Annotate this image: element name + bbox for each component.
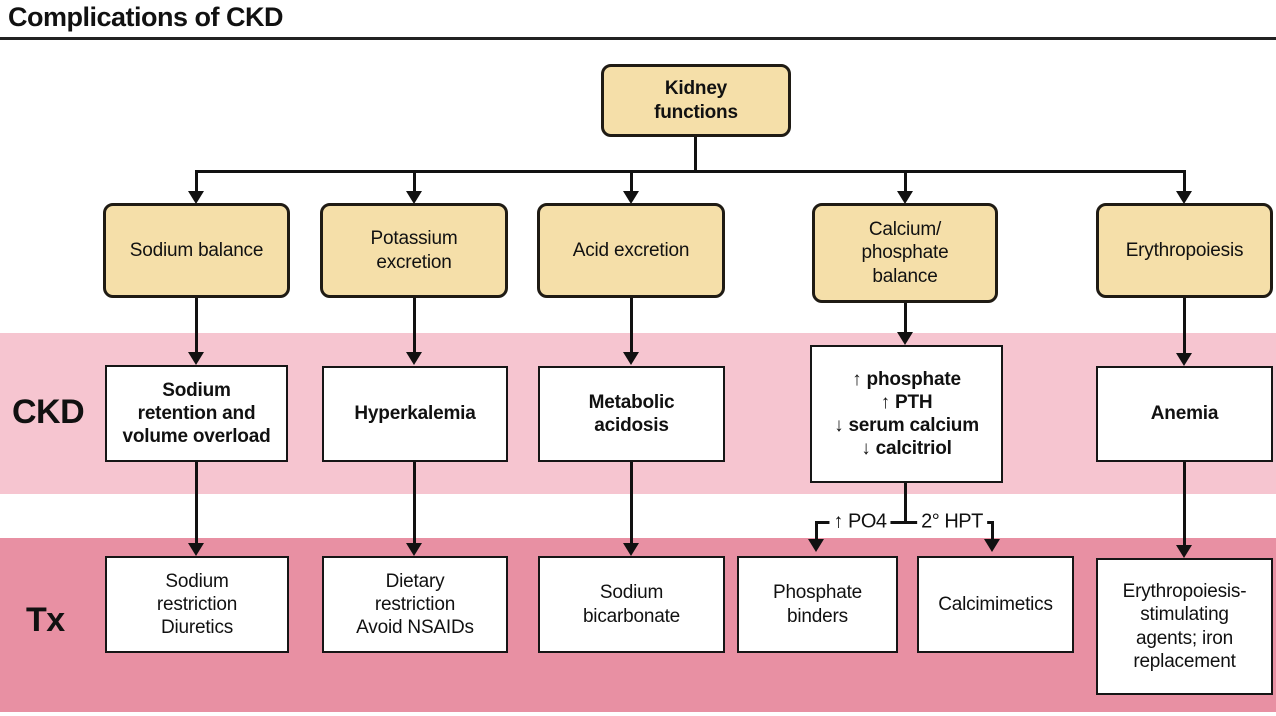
node-label: Erythropoiesis <box>1125 239 1244 261</box>
node-label: Dietary restriction Avoid NSAIDs <box>356 570 474 639</box>
node-label: Sodium restriction Diuretics <box>156 570 238 639</box>
arrowhead-icon <box>188 543 204 556</box>
arrowhead-icon <box>623 543 639 556</box>
connector-root-stub <box>694 137 697 171</box>
node-label: Acid excretion <box>572 239 690 261</box>
node-sodium-balance: Sodium balance <box>103 203 290 298</box>
arrowhead-icon <box>1176 191 1192 204</box>
connector-drop-5 <box>1183 170 1186 192</box>
connector-fn-ckd-3 <box>630 298 633 354</box>
connector-drop-3 <box>630 170 633 192</box>
arrowhead-icon <box>188 352 204 365</box>
node-calcium-phosphate-balance: Calcium/ phosphate balance <box>812 203 998 303</box>
connector-drop-2 <box>413 170 416 192</box>
connector-fn-ckd-4 <box>904 303 907 334</box>
node-acid-excretion: Acid excretion <box>537 203 725 298</box>
node-kidney-functions: Kidney functions <box>601 64 791 137</box>
connector-drop-1 <box>195 170 198 192</box>
connector-po4-drop <box>815 521 818 540</box>
connector-ckd-tx-3 <box>630 462 633 544</box>
arrowhead-icon <box>406 543 422 556</box>
node-mineral-bone-disorder: ↑ phosphate ↑ PTH ↓ serum calcium ↓ calc… <box>810 345 1003 483</box>
ckd-row-label: CKD <box>12 393 85 431</box>
node-label: Potassium excretion <box>370 228 458 273</box>
arrowhead-icon <box>1176 353 1192 366</box>
connector-fn-ckd-2 <box>413 298 416 354</box>
node-erythropoiesis: Erythropoiesis <box>1096 203 1273 298</box>
arrowhead-icon <box>897 191 913 204</box>
node-label: Metabolic acidosis <box>588 391 675 436</box>
node-sodium-retention: Sodium retention and volume overload <box>105 365 288 462</box>
node-label: Kidney functions <box>654 78 738 123</box>
arrowhead-icon <box>623 352 639 365</box>
arrowhead-icon <box>897 332 913 345</box>
connector-trunk <box>195 170 1186 173</box>
node-tx-sodium-bicarbonate: Sodium bicarbonate <box>538 556 725 653</box>
node-anemia: Anemia <box>1096 366 1273 462</box>
node-label: Erythropoiesis- stimulating agents; iron… <box>1122 581 1247 672</box>
node-label: Sodium retention and volume overload <box>122 379 271 448</box>
connector-hpt-drop <box>991 521 994 540</box>
connector-fn-ckd-5 <box>1183 298 1186 355</box>
arrowhead-icon <box>984 539 1000 552</box>
node-tx-dietary-restriction: Dietary restriction Avoid NSAIDs <box>322 556 508 653</box>
arrowhead-icon <box>188 191 204 204</box>
node-hyperkalemia: Hyperkalemia <box>322 366 508 462</box>
connector-phosphate-crossbar <box>815 521 994 524</box>
node-label: Sodium bicarbonate <box>582 582 681 627</box>
connector-drop-4 <box>904 170 907 192</box>
arrowhead-icon <box>623 191 639 204</box>
tx-row-label: Tx <box>26 601 65 639</box>
node-label: Hyperkalemia <box>354 403 476 425</box>
connector-ckd-tx-2 <box>413 462 416 544</box>
page-title: Complications of CKD <box>8 2 284 32</box>
node-tx-phosphate-binders: Phosphate binders <box>737 556 898 653</box>
arrowhead-icon <box>406 191 422 204</box>
connector-phosphate-stem <box>904 483 907 523</box>
node-label: Calcium/ phosphate balance <box>861 219 949 287</box>
node-tx-esa-iron: Erythropoiesis- stimulating agents; iron… <box>1096 558 1273 695</box>
connector-ckd-tx-5 <box>1183 462 1186 546</box>
branch-label-hpt: 2° HPT <box>917 510 987 534</box>
node-label: Calcimimetics <box>938 593 1053 615</box>
node-metabolic-acidosis: Metabolic acidosis <box>538 366 725 462</box>
arrowhead-icon <box>808 539 824 552</box>
connector-ckd-tx-1 <box>195 462 198 544</box>
arrowhead-icon <box>406 352 422 365</box>
title-underline <box>0 37 1276 40</box>
branch-label-po4: ↑ PO4 <box>829 510 891 534</box>
arrowhead-icon <box>1176 545 1192 558</box>
node-tx-sodium-restriction: Sodium restriction Diuretics <box>105 556 289 653</box>
node-label: Phosphate binders <box>772 582 863 627</box>
node-label: Anemia <box>1150 403 1219 425</box>
node-label: Sodium balance <box>129 239 264 261</box>
node-label: ↑ phosphate ↑ PTH ↓ serum calcium ↓ calc… <box>834 368 979 460</box>
connector-fn-ckd-1 <box>195 298 198 354</box>
node-potassium-excretion: Potassium excretion <box>320 203 508 298</box>
node-tx-calcimimetics: Calcimimetics <box>917 556 1074 653</box>
